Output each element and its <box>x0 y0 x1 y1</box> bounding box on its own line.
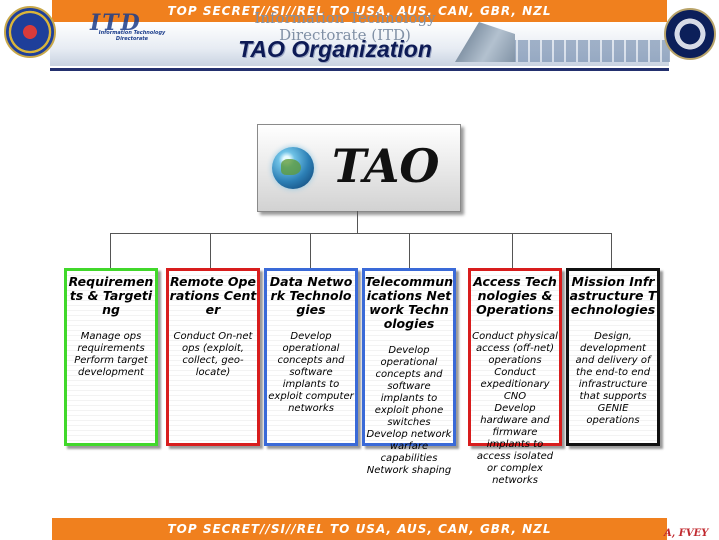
connector-bus <box>110 233 611 234</box>
unit-title: Access Technologies & Operations <box>473 274 557 317</box>
header: ITD Information Technology Directorate I… <box>0 0 719 72</box>
department-seal-icon <box>4 6 56 58</box>
itd-logo: ITD Information Technology Directorate <box>62 10 182 44</box>
unit-description: Conduct On-net ops (exploit, collect, ge… <box>173 331 253 378</box>
unit-description: Manage ops requirements Perform target d… <box>74 331 148 378</box>
unit-title: Remote Operations Center <box>169 274 257 317</box>
ghost-title: Information Technology Directorate (ITD) <box>254 9 436 44</box>
itd-logo-subtitle: Information Technology Directorate <box>98 30 166 42</box>
unit-description: Develop operational concepts and softwar… <box>268 331 354 414</box>
unit-description: Conduct physical access (off-net) operat… <box>472 331 558 486</box>
unit-data-network-technologies: Data Network Technologies Develop operat… <box>264 268 358 446</box>
unit-mission-infrastructure-technologies: Mission Infrastructure Technologies Desi… <box>566 268 660 446</box>
header-stripes <box>470 40 670 62</box>
connector-trunk <box>357 211 358 233</box>
connector-drop-3 <box>310 233 311 268</box>
unit-title: Requirements & Targeting <box>68 274 154 317</box>
connector-drop-6 <box>611 233 612 268</box>
classification-banner-top: TOP SECRET//SI//REL TO USA, AUS, CAN, GB… <box>52 0 667 22</box>
itd-logo-letters: ITD <box>90 10 142 36</box>
unit-title: Mission Infrastructure Technologies <box>569 274 657 317</box>
connector-drop-5 <box>512 233 513 268</box>
connector-drop-1 <box>110 233 111 268</box>
unit-access-technologies-operations: Access Technologies & Operations Conduct… <box>468 268 562 486</box>
unit-remote-operations-center: Remote Operations Center Conduct On-net … <box>166 268 260 446</box>
tao-root-box: TAO <box>257 124 461 212</box>
nsa-seal-icon <box>664 8 716 60</box>
dissemination-corner-label: A, FVEY <box>664 528 709 539</box>
unit-title: Data Network Technologies <box>269 274 353 317</box>
tao-root-label: TAO <box>332 139 440 193</box>
unit-requirements-targeting: Requirements & Targeting Manage ops requ… <box>64 268 158 446</box>
unit-telecommunications-network-technologies: Telecommunications Network Technologies … <box>362 268 456 476</box>
connector-drop-4 <box>409 233 410 268</box>
header-rule <box>50 68 669 71</box>
unit-description: Design, development and delivery of the … <box>575 331 651 426</box>
globe-icon <box>272 147 314 189</box>
classification-banner-bottom: TOP SECRET//SI//REL TO USA, AUS, CAN, GB… <box>52 518 667 540</box>
page-title: TAO Organization <box>238 36 432 62</box>
connector-drop-2 <box>210 233 211 268</box>
unit-title: Telecommunications Network Technologies <box>365 274 454 331</box>
unit-description: Develop operational concepts and softwar… <box>366 345 452 476</box>
